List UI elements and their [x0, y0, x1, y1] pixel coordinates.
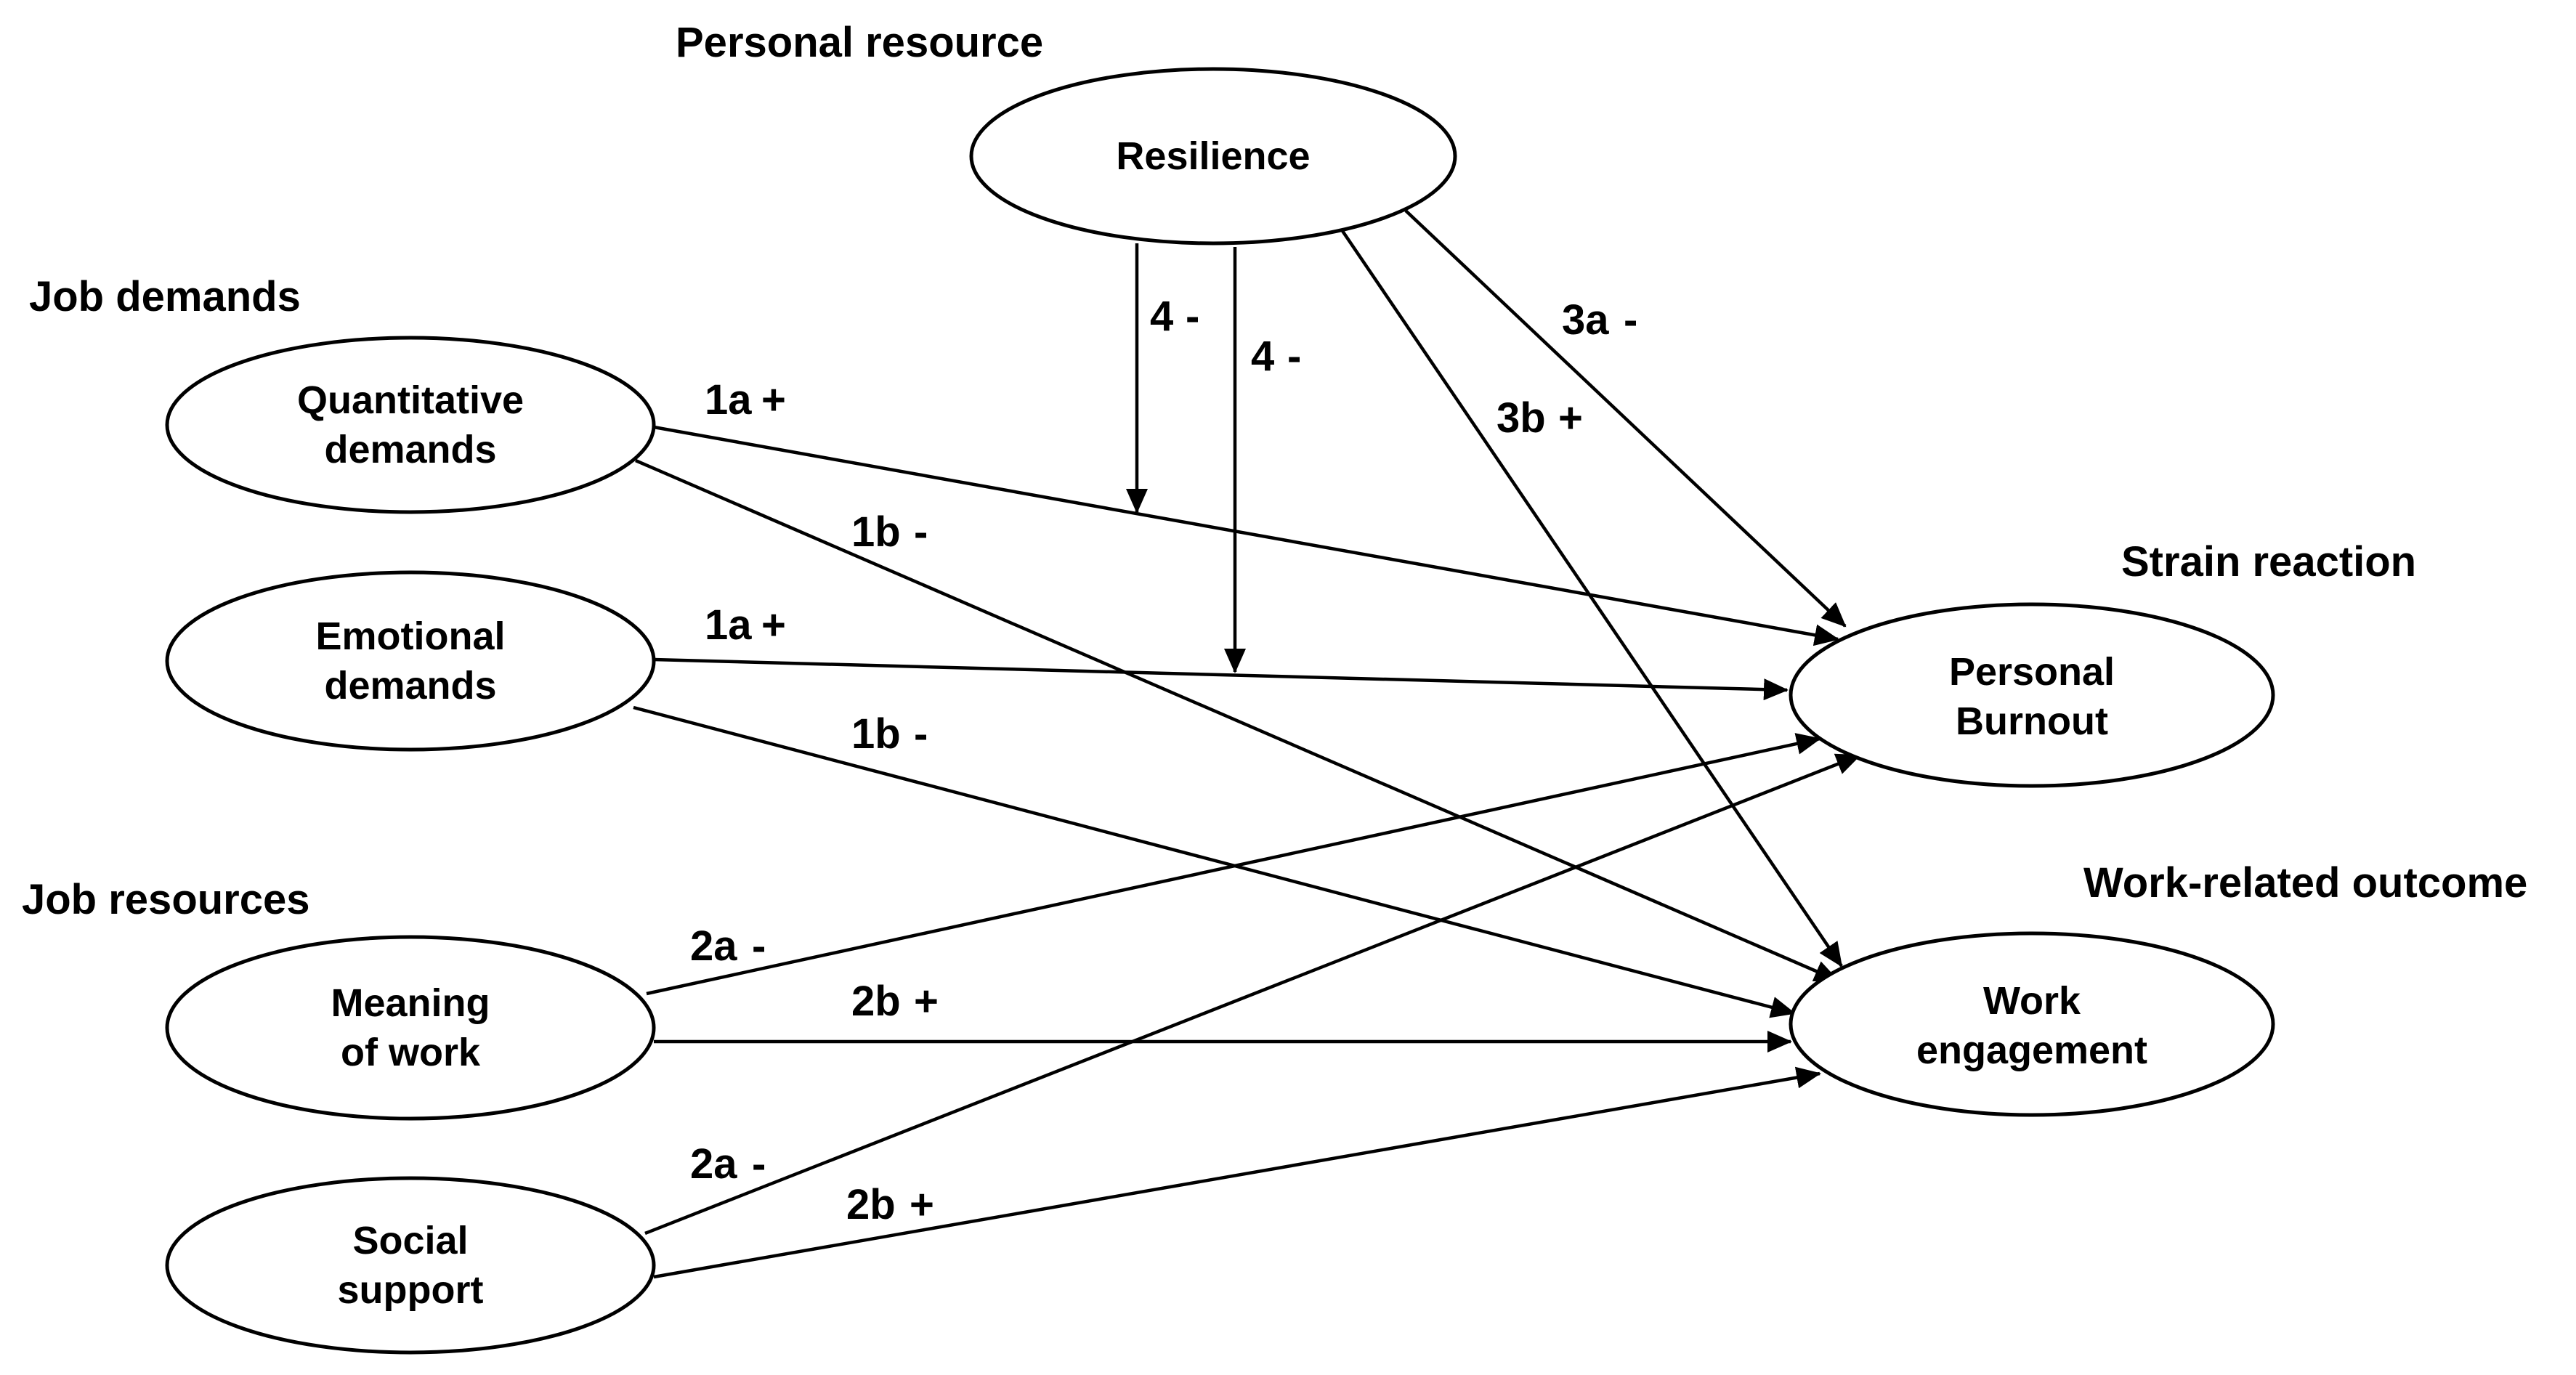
path-label-ed-engagement: 1b -	[851, 710, 928, 758]
path-id: 2a	[690, 922, 737, 970]
path-label-res-burnout: 3a -	[1562, 296, 1637, 344]
arrow-emotional-to-burnout	[653, 657, 1789, 701]
node-label-line-1: Emotional	[315, 615, 505, 658]
node-emotional-demands: Emotional demands	[165, 570, 656, 752]
path-sign: -	[752, 1140, 766, 1188]
path-sign: +	[761, 376, 786, 423]
path-id: 2b	[851, 978, 901, 1025]
path-labels: 1a + 1b - 1a + 1b - 2a - 2b + 2a - 2b +	[690, 293, 1637, 1228]
path-label-qd-burnout: 1a +	[705, 376, 786, 423]
path-id: 3b	[1496, 394, 1546, 442]
path-sign: -	[1186, 293, 1199, 340]
node-label-line-1: Quantitative	[297, 378, 524, 422]
arrow-social-to-engagement	[653, 1066, 1821, 1279]
node-label-line-1: Social	[352, 1219, 468, 1262]
path-sign: +	[910, 1181, 934, 1228]
path-label-mw-engagement: 2b +	[851, 978, 939, 1025]
path-id: 4	[1251, 333, 1274, 380]
path-id: 3a	[1562, 296, 1609, 344]
group-personal-resource: Personal resource	[676, 19, 1043, 66]
path-sign: -	[914, 508, 928, 556]
path-sign: -	[752, 922, 766, 970]
path-label-res-moderation-1: 4 -	[1150, 293, 1199, 340]
group-job-resources: Job resources	[22, 876, 310, 923]
node-label: Resilience	[1116, 134, 1310, 178]
path-label-mw-burnout: 2a -	[690, 922, 766, 970]
arrow-emotional-to-engagement	[633, 705, 1796, 1018]
node-label-line-2: of work	[341, 1031, 481, 1074]
node-label-line-2: support	[338, 1268, 484, 1312]
path-sign: -	[1287, 333, 1301, 380]
node-social-support: Social support	[165, 1176, 656, 1355]
arrow-quantitative-to-burnout	[653, 425, 1839, 646]
path-label-ss-engagement: 2b +	[846, 1181, 934, 1228]
node-meaning-of-work: Meaning of work	[165, 935, 656, 1121]
path-sign: -	[1624, 296, 1637, 344]
node-work-engagement: Work engagement	[1789, 931, 2275, 1117]
group-job-demands: Job demands	[29, 273, 301, 320]
node-label-line-2: demands	[324, 664, 496, 707]
edges	[633, 209, 1861, 1279]
node-label-line-1: Work	[1983, 979, 2081, 1023]
node-resilience: Resilience	[969, 67, 1457, 246]
arrow-meaning-to-burnout	[646, 733, 1821, 996]
path-label-res-engagement: 3b +	[1496, 394, 1583, 442]
path-sign: +	[1558, 394, 1583, 442]
group-work-related-outcome: Work-related outcome	[2083, 859, 2527, 906]
node-quantitative-demands: Quantitative demands	[165, 336, 656, 514]
node-label-line-1: Personal	[1949, 650, 2115, 694]
path-id: 1b	[851, 508, 901, 556]
path-label-ss-burnout: 2a -	[690, 1140, 766, 1188]
node-label-line-2: Burnout	[1956, 699, 2108, 743]
group-headings: Personal resource Job demands Job resour…	[22, 19, 2527, 923]
path-id: 4	[1150, 293, 1173, 340]
node-label-line-2: demands	[324, 428, 496, 471]
arrow-resilience-to-burnout	[1404, 209, 1847, 628]
path-id: 1a	[705, 376, 752, 423]
path-label-ed-burnout: 1a +	[705, 601, 786, 649]
path-id: 2a	[690, 1140, 737, 1188]
node-label-line-2: engagement	[1916, 1029, 2147, 1072]
arrow-quantitative-to-engagement	[635, 458, 1839, 983]
path-sign: -	[914, 710, 928, 758]
path-id: 1b	[851, 710, 901, 758]
path-label-qd-engagement: 1b -	[851, 508, 928, 556]
path-id: 2b	[846, 1181, 896, 1228]
path-sign: +	[761, 601, 786, 649]
node-label-line-1: Meaning	[331, 981, 490, 1025]
path-label-res-moderation-2: 4 -	[1251, 333, 1301, 380]
arrow-resilience-to-engagement	[1341, 230, 1843, 968]
path-id: 1a	[705, 601, 752, 649]
node-personal-burnout: Personal Burnout	[1789, 602, 2275, 788]
group-strain-reaction: Strain reaction	[2121, 538, 2416, 585]
path-sign: +	[914, 978, 939, 1025]
arrow-social-to-burnout	[644, 753, 1861, 1236]
